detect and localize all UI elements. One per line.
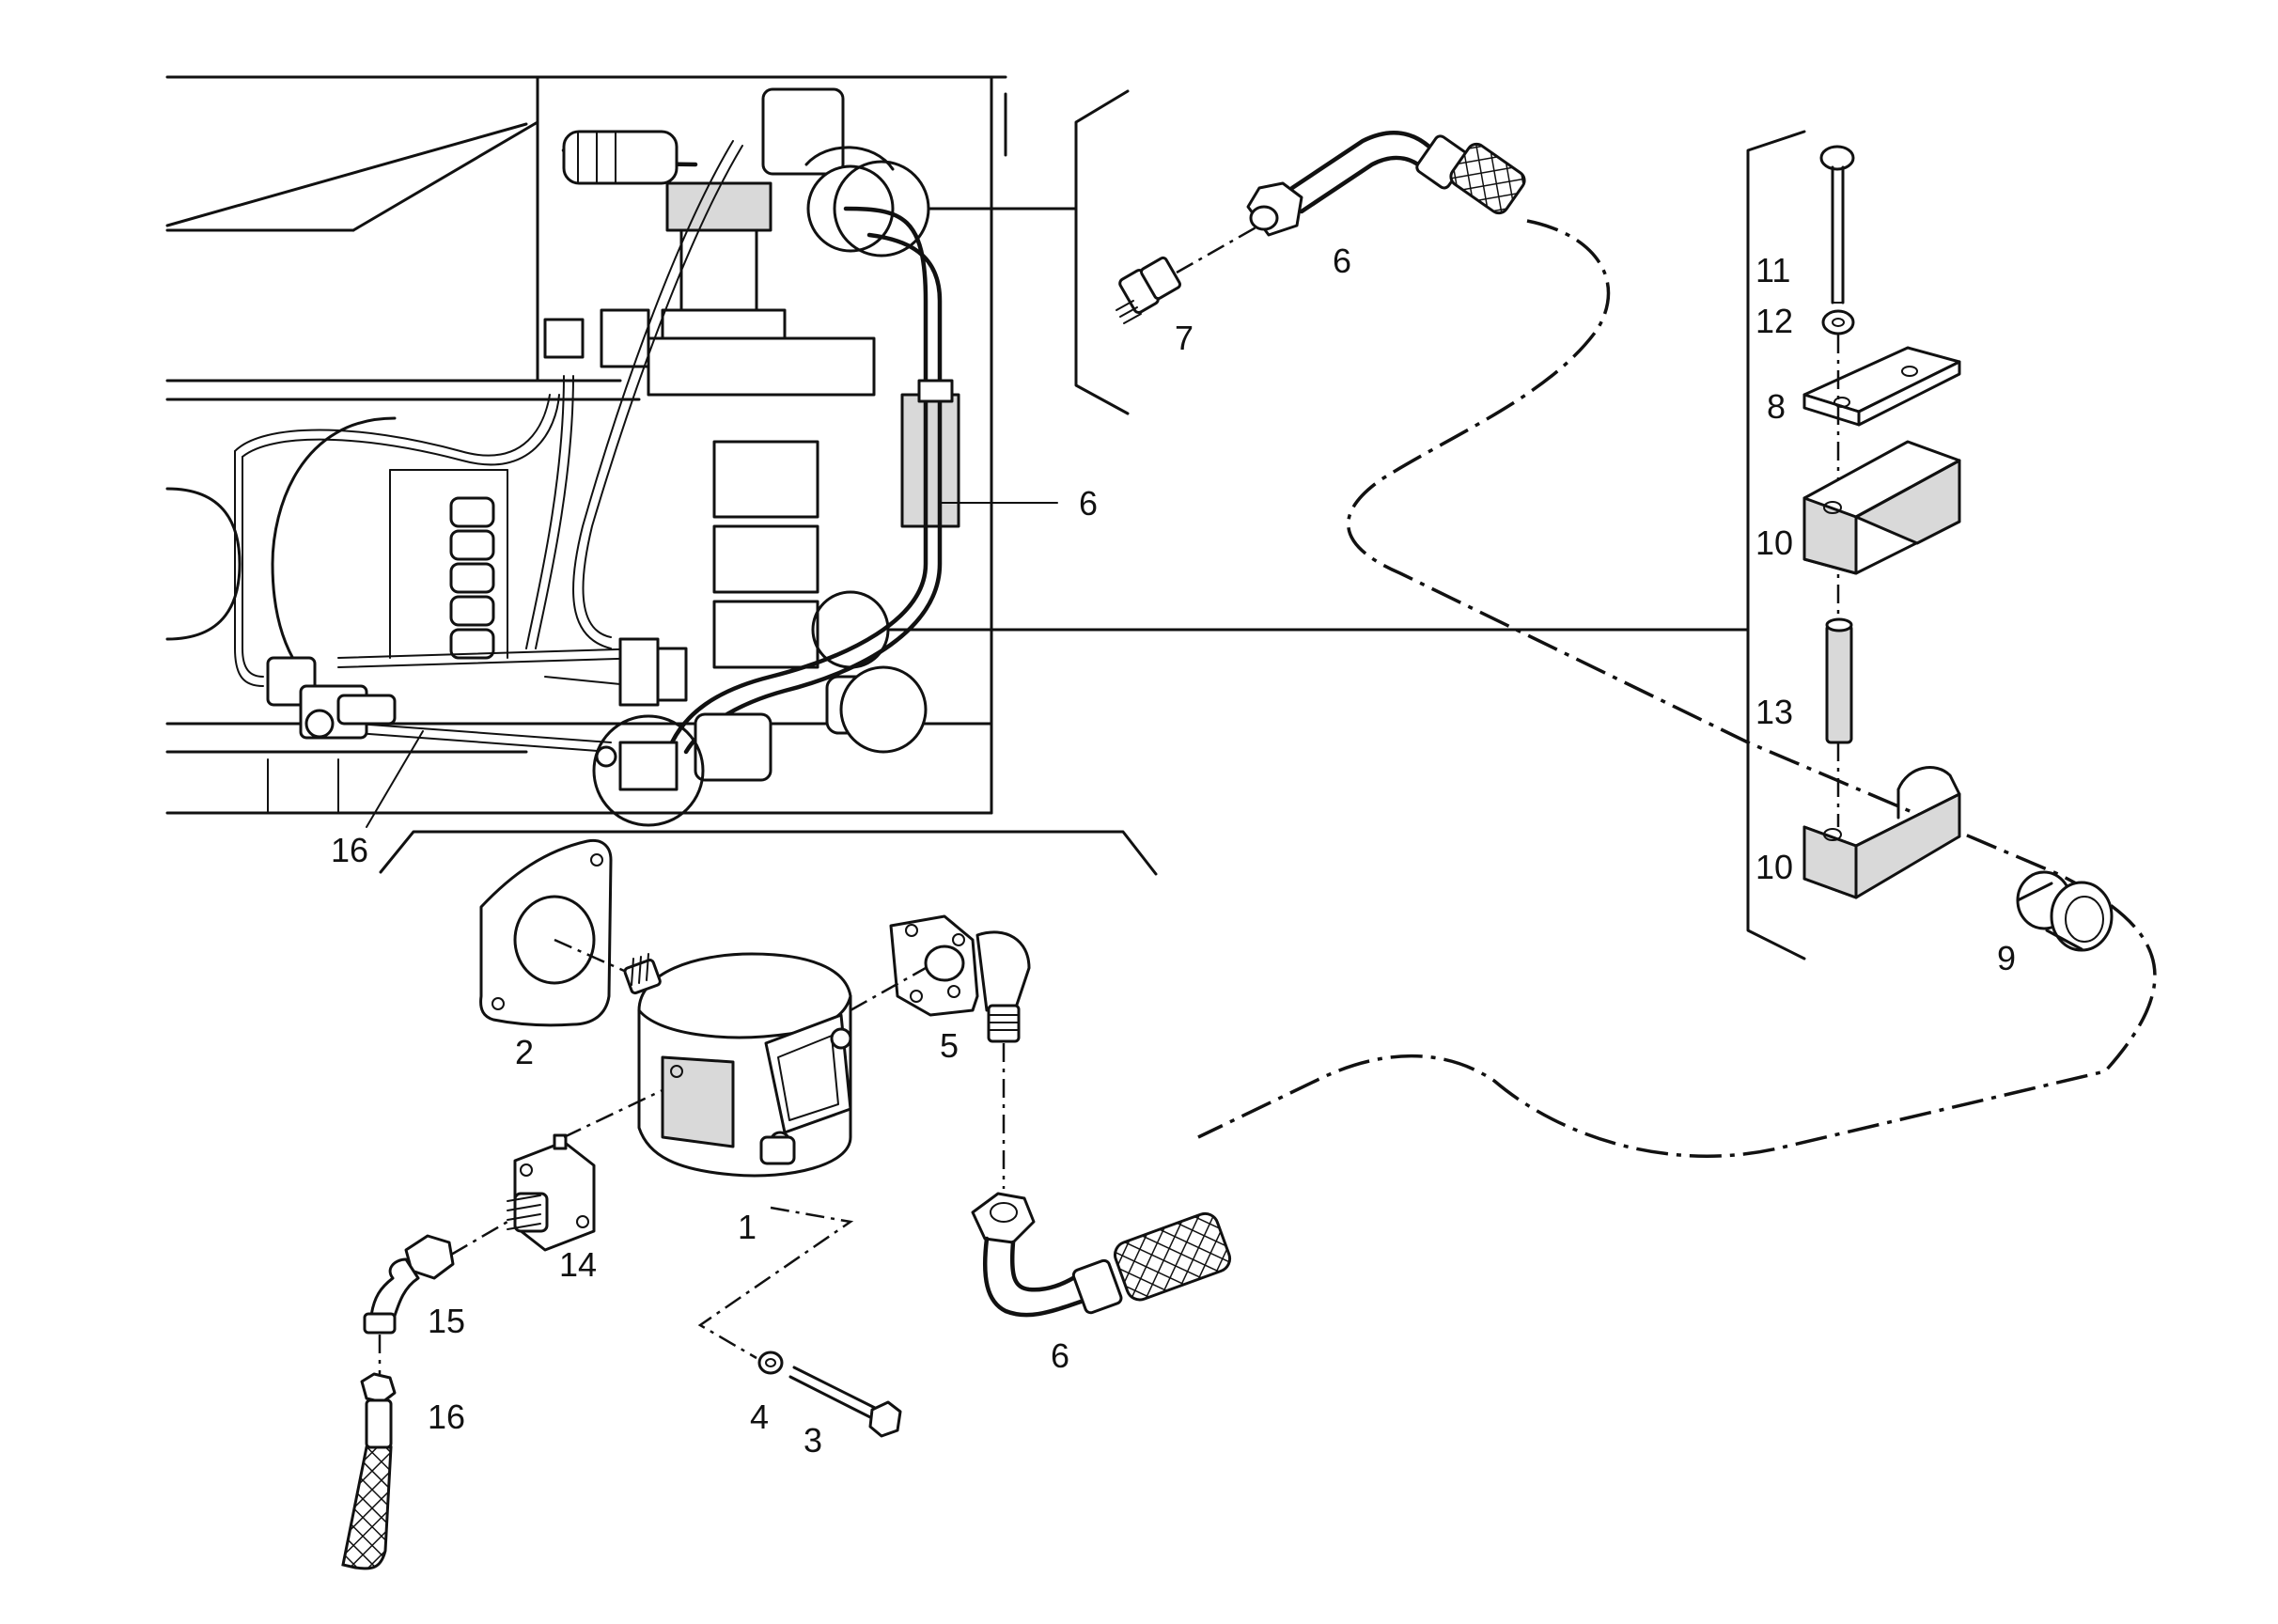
detail-circle-pump (592, 714, 705, 827)
callout-3: 3 (804, 1421, 822, 1460)
hose-16-bottom (341, 1372, 397, 1570)
callout-5: 5 (940, 1026, 959, 1065)
engine-overview (165, 75, 1750, 828)
callout-labels: 6 7 6 11 12 8 10 13 10 9 16 2 5 1 14 15 … (331, 242, 2016, 1460)
callout-14: 14 (559, 1245, 597, 1284)
callout-16-bottom: 16 (428, 1398, 465, 1436)
union-7 (1116, 256, 1182, 324)
elbow-15 (363, 1234, 455, 1335)
callout-16-overview: 16 (331, 831, 368, 869)
callout-1: 1 (738, 1208, 757, 1246)
callout-6-bottom: 6 (1051, 1336, 1069, 1375)
callout-8: 8 (1767, 387, 1786, 426)
connector-1-to-4 (697, 1206, 854, 1360)
clamp-stack (1802, 145, 1961, 899)
grommet-9 (2016, 870, 2114, 952)
connector-15-to-14 (450, 1220, 508, 1257)
callout-2: 2 (515, 1033, 534, 1071)
gasket-2 (479, 838, 613, 1027)
callout-6-mid: 6 (1079, 484, 1098, 523)
washer-4 (757, 1351, 784, 1375)
pump-body-1 (623, 952, 852, 1178)
bolt-3 (788, 1366, 902, 1438)
connector-7-to-6 (1176, 224, 1260, 274)
callout-7: 7 (1175, 319, 1194, 357)
callout-13: 13 (1755, 693, 1793, 731)
upper-fitting-detail (1116, 131, 1526, 324)
callout-9: 9 (1997, 939, 2016, 977)
flange-5 (889, 914, 1031, 1043)
connector-14-to-1 (563, 1088, 663, 1139)
leader-16-overview (366, 730, 424, 828)
detail-brackets (379, 89, 1806, 960)
hose-6-lower (971, 1192, 1232, 1318)
pump-exploded (341, 838, 1232, 1570)
flange-14 (507, 1133, 596, 1252)
bolt-11 (1819, 145, 1855, 304)
clamp-half-10-lower (1802, 766, 1961, 899)
callout-11: 11 (1755, 251, 1790, 289)
callout-10-top: 10 (1755, 523, 1793, 562)
callout-15: 15 (428, 1302, 465, 1340)
plate-8 (1802, 346, 1961, 427)
washer-12 (1821, 309, 1855, 336)
distribution-block (266, 637, 688, 740)
hose-6-upper-nut (1246, 181, 1303, 237)
callout-4: 4 (750, 1398, 769, 1436)
bracket-pump-detail (379, 830, 1158, 876)
bracket-fitting-detail (1074, 89, 1130, 415)
bracket-clamp-detail (1746, 130, 1806, 960)
hose-6-routing-line (1197, 219, 2157, 1158)
clamp-half-10-upper (1802, 440, 1961, 575)
callout-6-top: 6 (1333, 242, 1351, 280)
fuel-injectors (449, 496, 495, 660)
overview-pipes (234, 140, 743, 753)
callout-10-bottom: 10 (1755, 848, 1793, 886)
spacer-13 (1825, 617, 1853, 744)
upper-manifold (543, 87, 960, 754)
callout-12: 12 (1755, 302, 1793, 340)
connector-1-to-5 (850, 966, 927, 1012)
detail-circle-clamp (811, 590, 890, 669)
